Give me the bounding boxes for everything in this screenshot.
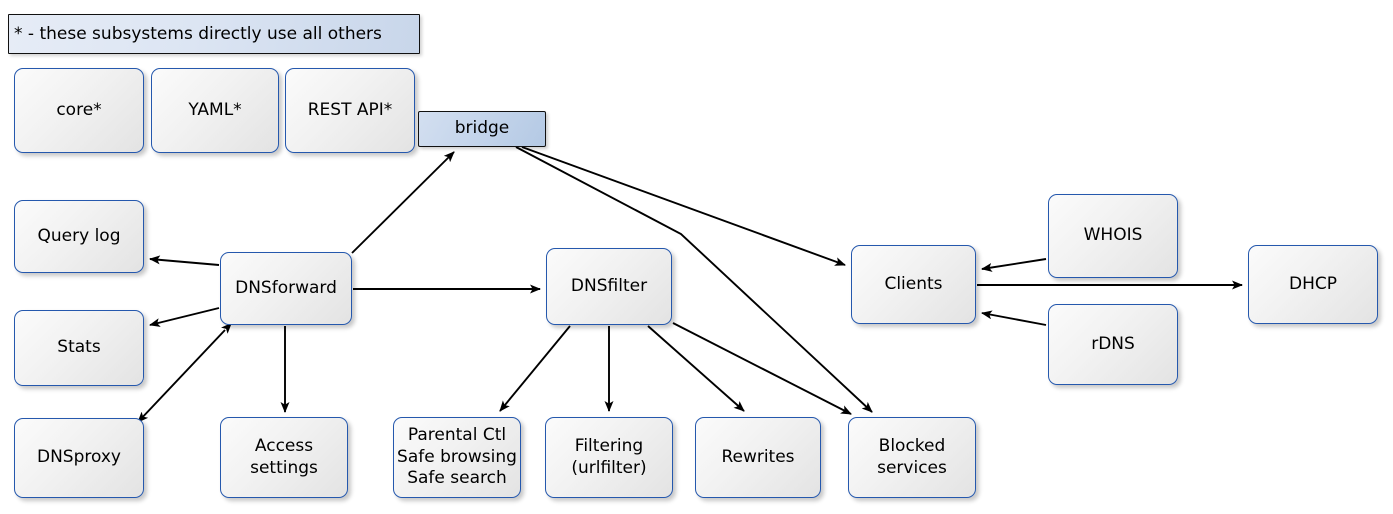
node-label: Rewrites xyxy=(721,446,795,467)
edge-dnsfilter-to-rewrites xyxy=(647,325,745,412)
node-label: core* xyxy=(56,99,102,120)
node-label: Query log xyxy=(37,225,121,246)
node-querylog[interactable]: Query log xyxy=(14,200,144,273)
node-label: bridge xyxy=(454,118,510,139)
edge-rdns-to-clients xyxy=(981,310,1047,326)
edge-whois-to-clients xyxy=(981,258,1047,272)
node-label: Access settings xyxy=(250,436,318,478)
node-parental[interactable]: Parental Ctl Safe browsing Safe search xyxy=(393,417,521,498)
node-dnsfilter[interactable]: DNSfilter xyxy=(546,248,672,325)
node-yaml[interactable]: YAML* xyxy=(151,68,279,153)
node-label: Blocked services xyxy=(877,436,947,478)
node-dnsproxy[interactable]: DNSproxy xyxy=(14,418,144,498)
node-label: YAML* xyxy=(188,99,242,120)
node-label: DNSproxy xyxy=(36,447,121,468)
node-rewrites[interactable]: Rewrites xyxy=(695,417,821,498)
node-bridge[interactable]: bridge xyxy=(418,111,546,147)
node-label: REST API* xyxy=(307,99,393,120)
node-label: Stats xyxy=(57,337,101,358)
node-label: Filtering (urlfilter) xyxy=(571,436,647,478)
node-blocked[interactable]: Blocked services xyxy=(848,417,976,498)
node-filtering[interactable]: Filtering (urlfilter) xyxy=(545,417,673,498)
edge-dnsfilter-to-parental xyxy=(499,325,571,412)
node-rdns[interactable]: rDNS xyxy=(1048,304,1178,385)
node-label: WHOIS xyxy=(1083,225,1143,246)
node-whois[interactable]: WHOIS xyxy=(1048,194,1178,278)
node-label: Clients xyxy=(884,273,943,294)
node-core[interactable]: core* xyxy=(14,68,144,153)
node-stats[interactable]: Stats xyxy=(14,310,144,386)
legend-note: * - these subsystems directly use all ot… xyxy=(8,14,420,54)
node-label: DNSforward xyxy=(235,277,337,298)
node-restapi[interactable]: REST API* xyxy=(285,68,415,153)
node-clients[interactable]: Clients xyxy=(851,245,976,324)
node-dhcp[interactable]: DHCP xyxy=(1248,245,1378,324)
edge-dnsforward-to-stats xyxy=(149,307,220,327)
node-label: Parental Ctl Safe browsing Safe search xyxy=(397,425,517,489)
edge-dnsforward-to-dnsproxy xyxy=(137,322,232,423)
node-label: rDNS xyxy=(1091,333,1135,354)
edge-dnsforward-to-bridge xyxy=(351,151,455,254)
node-dnsforward[interactable]: DNSforward xyxy=(220,252,352,325)
node-label: DNSfilter xyxy=(570,275,648,296)
edge-dnsfilter-to-blocked xyxy=(672,322,852,415)
node-label: DHCP xyxy=(1289,273,1337,294)
edge-dnsforward-to-querylog xyxy=(149,255,220,266)
node-accessset[interactable]: Access settings xyxy=(220,417,348,498)
